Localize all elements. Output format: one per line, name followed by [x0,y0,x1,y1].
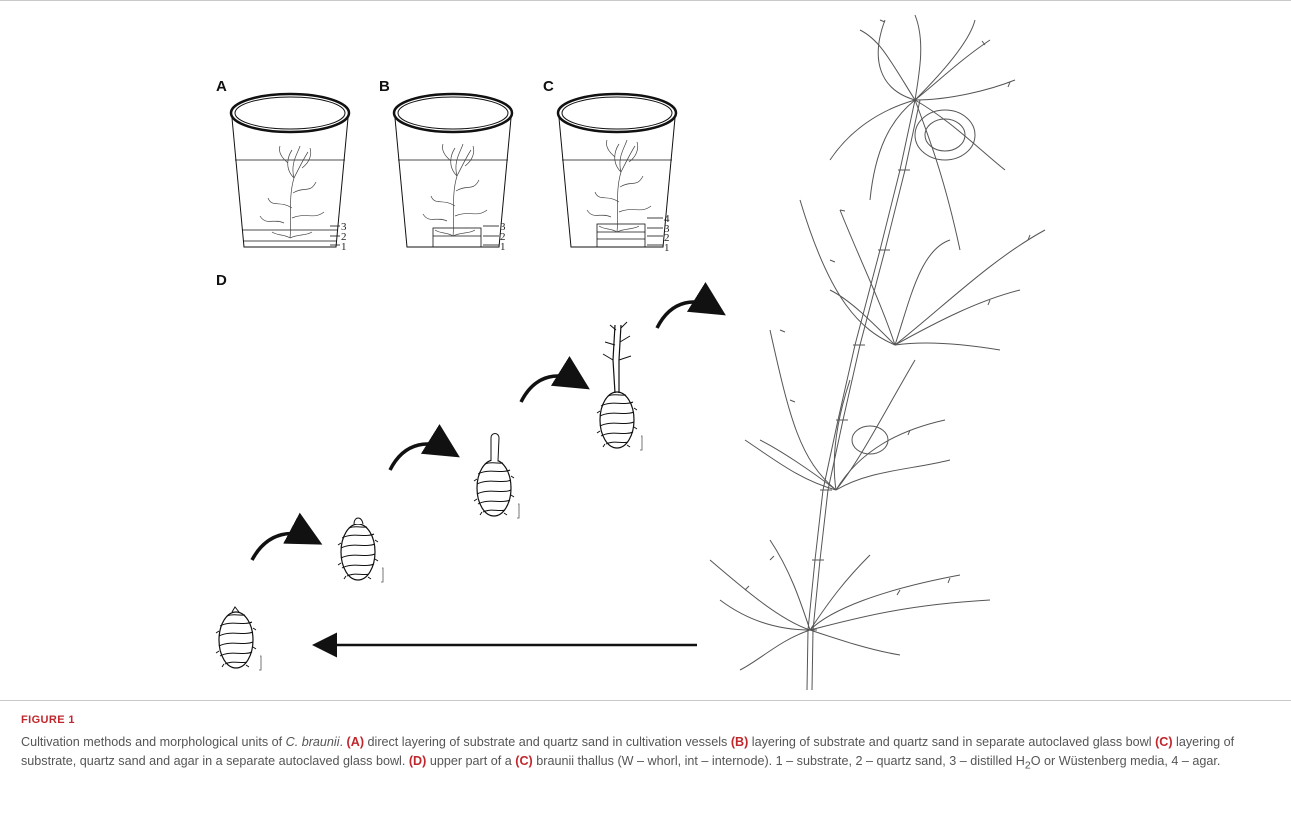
caption-tag-d-c: (C) [515,754,532,768]
vessel-c: 4 3 2 1 [558,94,676,254]
caption-divider [0,700,1291,701]
vessel-a: 3 2 1 [231,94,349,253]
caption-tag-a: (A) [347,735,364,749]
caption-tag-d: (D) [409,754,426,768]
oospore-stage-4 [597,322,642,450]
chara-thallus [710,15,1045,690]
caption-text-d3: O or Wüstenberg media, 4 – agar. [1031,754,1221,768]
vessel-b: 3 2 1 [394,94,512,253]
caption-tag-b: (B) [731,735,748,749]
oospore-stage-2 [338,518,383,582]
layer-label-a-1: 1 [341,241,347,253]
arrow-curve-3 [521,376,578,402]
figure-illustration: 3 2 1 3 2 1 4 3 2 1 [0,0,1291,700]
caption-text-a: direct layering of substrate and quartz … [364,735,731,749]
caption-intro-end: . [340,735,347,749]
caption-text-b: layering of substrate and quartz sand in… [748,735,1155,749]
oospore-stage-1 [216,607,261,670]
layer-label-c-1: 1 [664,242,670,254]
caption-intro: Cultivation methods and morphological un… [21,735,286,749]
figure-caption: Cultivation methods and morphological un… [21,733,1271,775]
layer-label-b-1: 1 [500,241,506,253]
oospore-stage-3 [474,434,519,519]
caption-species: C. braunii [286,735,340,749]
caption-text-d2: braunii thallus (W – whorl, int – intern… [533,754,1025,768]
arrow-curve-1 [252,533,310,560]
caption-text-d1: upper part of a [426,754,515,768]
arrow-curve-4 [657,302,714,328]
arrow-curve-2 [390,444,448,470]
caption-tag-c: (C) [1155,735,1172,749]
figure-label: FIGURE 1 [21,714,75,726]
